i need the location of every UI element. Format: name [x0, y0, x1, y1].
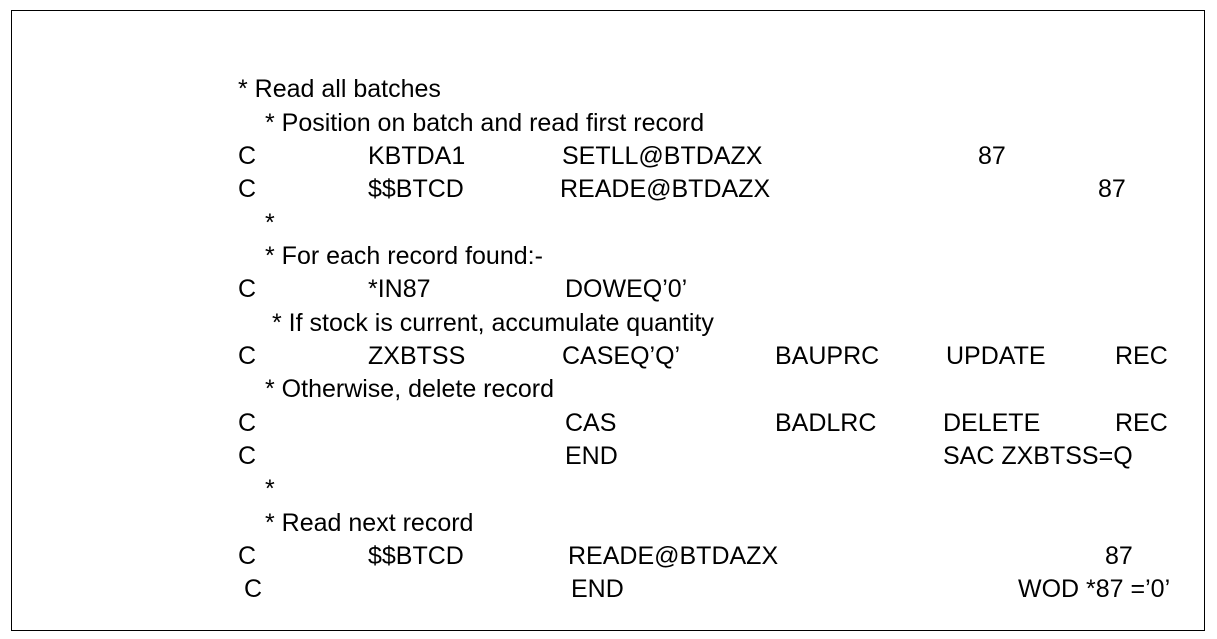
code-cell: KBTDA1	[368, 142, 466, 170]
comment-line: *	[265, 475, 275, 503]
comment-line: * Otherwise, delete record	[265, 375, 555, 403]
code-cell: C	[238, 142, 257, 170]
code-cell: DOWEQ’0’	[565, 275, 688, 303]
code-cell: $$BTCD	[368, 175, 464, 203]
code-cell: DELETE	[943, 409, 1041, 437]
comment-line: * Position on batch and read first recor…	[265, 109, 705, 137]
code-cell: C	[238, 442, 257, 470]
comment-line: * For each record found:-	[265, 242, 543, 270]
code-cell: REC	[1115, 342, 1168, 370]
code-cell: READE@BTDAZX	[560, 175, 771, 203]
code-cell: END	[565, 442, 618, 470]
comment-line: * Read all batches	[238, 75, 441, 103]
comment-line: * If stock is current, accumulate quanti…	[272, 309, 714, 337]
comment-line: *	[265, 209, 275, 237]
code-cell: 87	[1098, 175, 1126, 203]
code-cell: UPDATE	[946, 342, 1046, 370]
code-cell: BADLRC	[775, 409, 877, 437]
code-cell: ZXBTSS	[368, 342, 466, 370]
code-cell: C	[238, 409, 257, 437]
code-cell: C	[238, 542, 257, 570]
code-cell: READE@BTDAZX	[568, 542, 779, 570]
comment-line: * Read next record	[265, 509, 474, 537]
code-cell: 87	[1105, 542, 1133, 570]
code-cell: $$BTCD	[368, 542, 464, 570]
code-cell: C	[244, 575, 263, 603]
code-cell: C	[238, 175, 257, 203]
code-cell: REC	[1115, 409, 1168, 437]
code-cell: SETLL@BTDAZX	[562, 142, 763, 170]
code-cell: C	[238, 275, 257, 303]
document-frame	[11, 10, 1205, 631]
code-cell: CAS	[565, 409, 617, 437]
code-cell: END	[571, 575, 624, 603]
code-cell: 87	[978, 142, 1006, 170]
code-cell: *IN87	[368, 275, 431, 303]
code-cell: BAUPRC	[775, 342, 880, 370]
code-cell: C	[238, 342, 257, 370]
code-cell: SAC ZXBTSS=Q	[943, 442, 1133, 470]
code-cell: WOD *87 =’0’	[1018, 575, 1171, 603]
code-cell: CASEQ’Q’	[562, 342, 681, 370]
